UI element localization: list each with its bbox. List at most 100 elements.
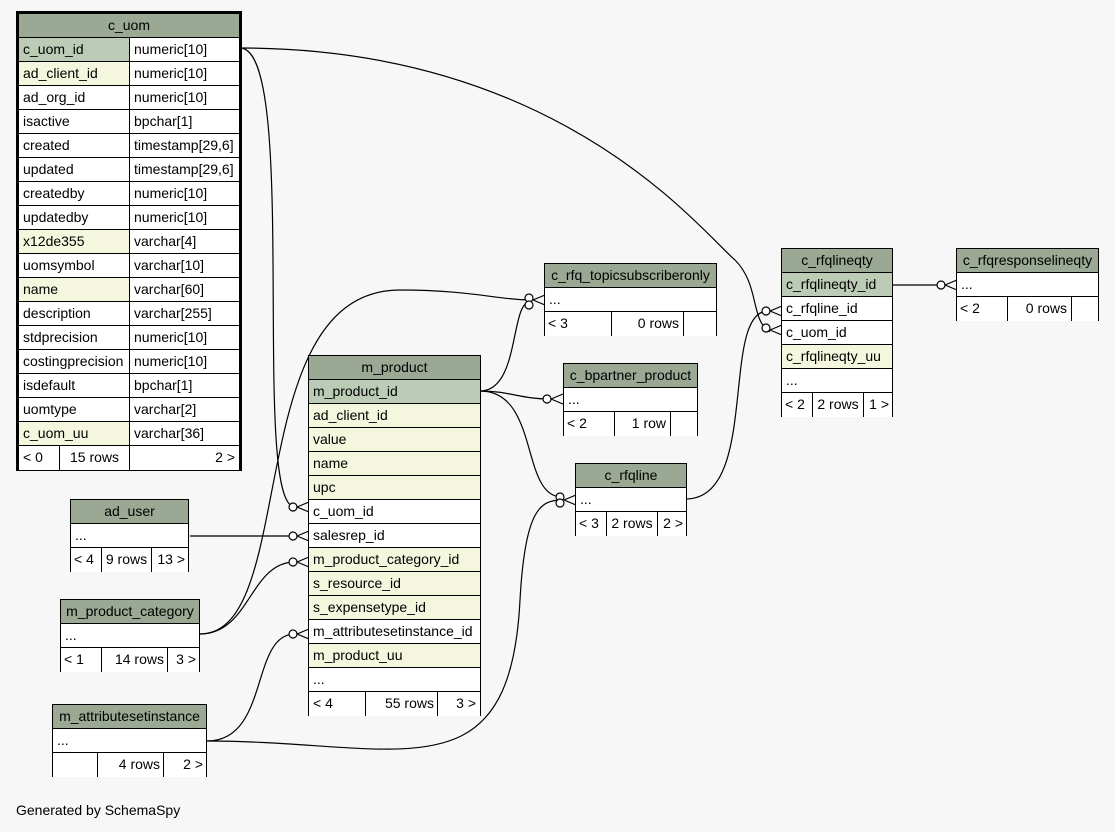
- edge-product-rfqline: [479, 390, 563, 498]
- column-row: c_rfqlineqty_id: [782, 273, 892, 297]
- table-header: m_attributesetinstance: [53, 705, 206, 729]
- table-header: c_rfqresponselineqty: [957, 249, 1098, 273]
- column-row: ...: [576, 488, 686, 512]
- edge-asi-product: [206, 633, 296, 742]
- column-row: m_product_id: [309, 380, 480, 404]
- edge-product-topicsub: [479, 301, 531, 392]
- row-count: 9 rows: [101, 548, 151, 572]
- edge-category-product: [199, 561, 296, 635]
- parents-count[interactable]: < 3: [579, 515, 599, 531]
- row-count: 0 rows: [1007, 297, 1071, 321]
- column-row: m_product_uu: [309, 644, 480, 668]
- children-count[interactable]: [670, 412, 697, 436]
- children-count[interactable]: 13 >: [151, 548, 188, 572]
- column-row: ...: [545, 288, 716, 312]
- table-footer: < 4 55 rows 3 >: [309, 692, 480, 716]
- table-header: m_product_category: [61, 600, 199, 624]
- children-count[interactable]: 2 >: [657, 512, 686, 536]
- column-row: name: [309, 452, 480, 476]
- table-footer: 4 rows 2 >: [53, 753, 206, 777]
- table-header: c_bpartner_product: [564, 364, 697, 388]
- parents-count[interactable]: < 1: [64, 651, 84, 667]
- parents-count[interactable]: < 2: [785, 396, 805, 412]
- table-header: c_uom: [19, 14, 239, 38]
- parents-count[interactable]: < 4: [74, 551, 94, 567]
- column-row: c_rfqlineqty_uu: [782, 345, 892, 369]
- column-row: upc: [309, 476, 480, 500]
- parents-count[interactable]: < 2: [567, 415, 587, 431]
- table-m_product[interactable]: m_product m_product_id ad_client_id valu…: [308, 355, 481, 716]
- children-count[interactable]: 3 >: [437, 692, 480, 716]
- column-row: c_uom_id: [309, 500, 480, 524]
- children-count[interactable]: 2 >: [129, 446, 239, 470]
- row-count: 0 rows: [611, 312, 683, 336]
- column-row: ...: [71, 524, 188, 548]
- table-c_rfqlineqty[interactable]: c_rfqlineqty c_rfqlineqty_id c_rfqline_i…: [781, 248, 893, 417]
- children-count[interactable]: [683, 312, 716, 336]
- table-footer: < 4 9 rows 13 >: [71, 548, 188, 572]
- column-row: ...: [564, 388, 697, 412]
- generated-by-footer: Generated by SchemaSpy: [16, 802, 181, 818]
- children-count[interactable]: 2 >: [163, 753, 206, 777]
- table-header: ad_user: [71, 500, 188, 524]
- children-count[interactable]: [1071, 297, 1098, 321]
- edge-uom-product: [239, 47, 296, 508]
- table-ad_user[interactable]: ad_user ... < 4 9 rows 13 >: [70, 499, 189, 572]
- table-header: c_rfq_topicsubscriberonly: [545, 264, 716, 288]
- children-count[interactable]: 1 >: [863, 393, 892, 417]
- row-count: 4 rows: [97, 753, 163, 777]
- parents-count[interactable]: < 0: [23, 449, 43, 465]
- column-row: c_rfqline_id: [782, 297, 892, 321]
- column-row: ad_client_id: [309, 404, 480, 428]
- table-m_attributesetinstance[interactable]: m_attributesetinstance ... 4 rows 2 >: [52, 704, 207, 777]
- table-header: m_product: [309, 356, 480, 380]
- row-count: 2 rows: [812, 393, 863, 417]
- row-count: 14 rows: [101, 648, 167, 672]
- table-c_rfqline[interactable]: c_rfqline ... < 3 2 rows 2 >: [575, 463, 687, 536]
- table-c_rfqresponselineqty[interactable]: c_rfqresponselineqty ... < 2 0 rows: [956, 248, 1099, 321]
- column-row: c_uom_id: [782, 321, 892, 345]
- row-count: 15 rows: [59, 446, 129, 470]
- parents-count[interactable]: [56, 753, 97, 777]
- table-footer: < 0 15 rows 2 >: [19, 446, 239, 470]
- table-footer: < 2 0 rows: [957, 297, 1098, 321]
- row-count: 55 rows: [365, 692, 437, 716]
- column-row: ...: [309, 668, 480, 692]
- row-count: 2 rows: [606, 512, 657, 536]
- column-row: ...: [957, 273, 1098, 297]
- parents-count[interactable]: < 2: [960, 300, 980, 316]
- table-m_product_category[interactable]: m_product_category ... < 1 14 rows 3 >: [60, 599, 200, 672]
- table-footer: < 2 1 row: [564, 412, 697, 436]
- column-row: value: [309, 428, 480, 452]
- table-footer: < 1 14 rows 3 >: [61, 648, 199, 672]
- table-c_rfq_topicsubscriberonly[interactable]: c_rfq_topicsubscriberonly ... < 3 0 rows: [544, 263, 717, 336]
- children-count[interactable]: 3 >: [167, 648, 199, 672]
- column-row: ...: [782, 369, 892, 393]
- table-footer: < 2 2 rows 1 >: [782, 393, 892, 417]
- row-count: 1 row: [614, 412, 670, 436]
- table-header: c_rfqlineqty: [782, 249, 892, 273]
- table-footer: < 3 2 rows 2 >: [576, 512, 686, 536]
- parents-count[interactable]: < 3: [548, 315, 568, 331]
- column-row: m_attributesetinstance_id: [309, 620, 480, 644]
- edge-product-bpartner: [479, 390, 551, 400]
- table-header: c_rfqline: [576, 464, 686, 488]
- column-row: s_expensetype_id: [309, 596, 480, 620]
- column-row: m_product_category_id: [309, 548, 480, 572]
- parents-count[interactable]: < 4: [313, 695, 333, 711]
- table-c_bpartner_product[interactable]: c_bpartner_product ... < 2 1 row: [563, 363, 698, 436]
